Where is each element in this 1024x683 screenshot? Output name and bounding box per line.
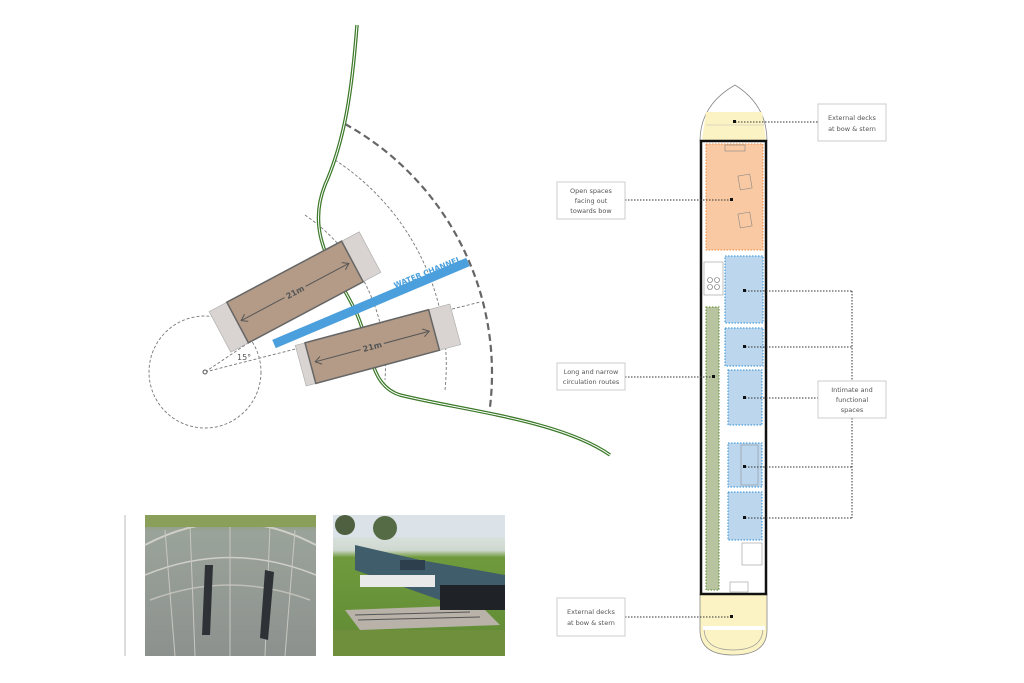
water-channel bbox=[272, 257, 470, 349]
callout-text: facing out bbox=[575, 197, 608, 205]
callout-text: spaces bbox=[841, 406, 864, 414]
barge-upper: 21m bbox=[208, 231, 382, 353]
callout-text: at bow & stern bbox=[828, 125, 876, 133]
callout-open-spaces: Open spaces facing out towards bow bbox=[556, 181, 626, 220]
barge-lower: 21m bbox=[294, 303, 462, 387]
bow-deck bbox=[702, 112, 766, 140]
callout-text: circulation routes bbox=[563, 378, 620, 386]
callout-text: Long and narrow bbox=[564, 368, 619, 376]
callout-bow-deck: External decks at bow & stern bbox=[817, 103, 887, 142]
photo-paving bbox=[144, 515, 317, 657]
callout-text: towards bow bbox=[570, 207, 612, 215]
boat-plan bbox=[625, 84, 853, 656]
open-zone bbox=[705, 143, 764, 251]
callout-intimate: Intimate and functional spaces bbox=[817, 380, 887, 419]
turning-circle bbox=[148, 315, 262, 429]
callout-text: External decks bbox=[567, 608, 615, 616]
photo-canal-lock bbox=[333, 515, 505, 656]
callout-stern-deck: External decks at bow & stern bbox=[556, 597, 626, 637]
outer-arc bbox=[344, 123, 494, 408]
pivot-point bbox=[202, 369, 208, 375]
circulation-zone bbox=[705, 306, 720, 591]
callout-text: functional bbox=[836, 396, 869, 404]
callout-text: Open spaces bbox=[570, 187, 612, 195]
stern-hull bbox=[699, 593, 768, 656]
inner-arc-1 bbox=[334, 159, 447, 391]
callout-text: at bow & stern bbox=[567, 619, 615, 627]
callout-text: External decks bbox=[828, 114, 876, 122]
callout-circulation: Long and narrow circulation routes bbox=[556, 362, 626, 391]
site-plan: 21m 21m WATER CHANNEL 15° bbox=[148, 24, 612, 457]
angle-label: 15° bbox=[237, 353, 251, 362]
callout-text: Intimate and bbox=[831, 386, 873, 394]
